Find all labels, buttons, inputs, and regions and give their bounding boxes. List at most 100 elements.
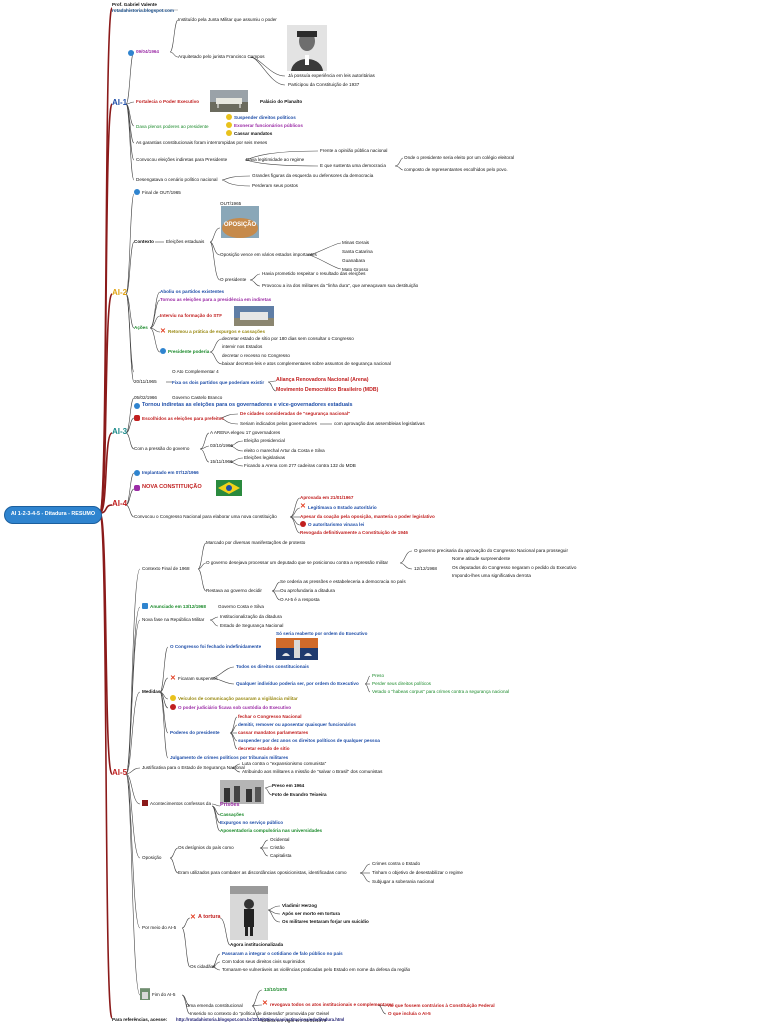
info-icon (134, 403, 140, 409)
ai1-democracia: E que sustenta uma democracia (320, 163, 386, 168)
stf-photo (234, 306, 274, 326)
ai1-plenos: Dava plenos poderes ao presidente (136, 124, 209, 129)
ai5-preso: Preso (372, 673, 385, 678)
blog-link[interactable]: rotadahistoria.blogspot.com (112, 8, 175, 13)
ai5-restava: Restava ao governo decidir (206, 588, 262, 593)
cross-icon: ✕ (190, 914, 196, 921)
ai5-vigor: Entrou em vigor em 01/01/1979 (262, 1018, 327, 1023)
oposicao-photo: OPOSIÇÃO (221, 206, 259, 238)
ai3-date: 05/02/1966 (134, 395, 157, 400)
ai2-oposicao-vence: Oposição vence em vários estados importa… (220, 252, 317, 257)
ai5-crimes-estado: Crimes contra o Estado (372, 861, 420, 866)
ai5-veiculos: Veículos de comunicação passaram a vigil… (178, 696, 298, 701)
ai3-tornou: Tornou indiretas as eleições para os gov… (142, 402, 353, 408)
ai5-expurgos: Expurgos no serviço público (220, 820, 284, 825)
ai1-junta: Instituído pela Junta Militar que assumi… (178, 17, 277, 22)
ai5-cotidiano: Passaram a integrar o cotidiano de falo … (222, 951, 343, 956)
ai5-usados: Eram utilizados para combater as discord… (178, 870, 347, 875)
ai3-costa-silva: eleito o marechal Artur da Costa e Silva (244, 448, 325, 453)
ai2-eleicoes-estaduais: Eleições estaduais (166, 239, 205, 244)
ai1-constituicao: Participou da Constituição de 1937 (288, 82, 360, 87)
ai2-presidente-poderia: Presidente poderia (168, 349, 210, 354)
ai5-aprovacao-congresso: O governo precisaria da aprovação do Con… (414, 548, 568, 553)
ai5-anunciado: Anunciado em 13/12/1968 (150, 604, 206, 609)
ai5-cassar-mandatos: cassar mandatos parlamentares (238, 730, 309, 735)
ai3-escolhidos: Escolhidos as eleições para prefeitos (142, 416, 224, 421)
ai5-emenda: Uma emenda constitucional (186, 1003, 243, 1008)
ai5-cederia: Se cederia as pressões e estabeleceria a… (280, 579, 406, 584)
oposicao-sign-text: OPOSIÇÃO (224, 221, 257, 228)
ai5-estado-seguranca: Estado de Segurança Nacional (220, 623, 284, 628)
calendar-icon (134, 189, 140, 195)
ai5-demitir: demitir, remover ou aposentar quaisquer … (238, 722, 356, 727)
root-node[interactable]: AI 1-2-3-4-5 - Ditadura - RESUMO (4, 506, 102, 524)
ai5-salvar-brasil: Atribuindo aos militares a missão de "sa… (242, 769, 383, 774)
ai5-suspender-direitos: suspender por dez anos os direitos polít… (238, 738, 380, 743)
footer-url[interactable]: http://rotadahistoria.blogspot.com.br/20… (176, 1017, 345, 1022)
document-icon (134, 485, 140, 491)
ai1-exonerar: Exonerar funcionários públicos (234, 123, 303, 128)
ai2-presidente: O presidente (220, 277, 247, 282)
number-2-icon (226, 122, 232, 128)
ai3-aprovacao: com aprovação das assembleias legislativ… (334, 421, 425, 426)
ai2-ato-complementar: O Ato Complementar 4 (172, 369, 219, 374)
evandro-teixeira-photo (220, 780, 264, 804)
ai2-mato-grosso: Mato Grosso (342, 267, 369, 272)
ai2-sitio: decretar estado de sítio por 180 dias se… (222, 336, 354, 341)
ai3-governo: Governo Castelo Branco (172, 395, 223, 400)
book-icon (142, 800, 148, 806)
ai5-node[interactable]: AI-5 (112, 768, 128, 777)
ai5-prisoes: Prisões (220, 802, 240, 808)
author-name: Prof. Gabriel Valente (112, 2, 157, 7)
number-1-icon (226, 114, 232, 120)
ai1-node[interactable]: AI-1 (112, 98, 128, 107)
ai2-data-ac: 20/11/1965 (134, 379, 157, 384)
ai2-recesso: decretar o recesso no Congresso (222, 353, 290, 358)
ai5-forjar-suicidio: Os militares tentaram forjar um suicídio (282, 919, 369, 924)
ai1-legitimidade: Dava legitimidade ao regime (246, 157, 305, 162)
ai5-desestabilizar: Tinham o objetivo de desestabilizar o re… (372, 870, 463, 875)
fim-ai5-photo (140, 988, 150, 1000)
ai5-negaram: Os deputados do Congresso negaram o pedi… (452, 565, 577, 570)
ai3-node[interactable]: AI-3 (112, 427, 128, 436)
ai4-legitimava: Legitimava o Estado autoritário (308, 505, 377, 510)
ai5-contrarios: no que fossem contrários à Constituição … (388, 1003, 495, 1008)
ai4-convocou: Convocou o Congresso Nacional para elabo… (134, 514, 277, 519)
vladimir-herzog-photo (230, 886, 268, 940)
ai5-governo-costa: Governo Costa e Silva (218, 604, 264, 609)
alert-icon (170, 704, 176, 710)
ai2-outubro: OUT/1965 (220, 201, 242, 206)
ai3-arena: A ARENA elegeu 17 governadores (210, 430, 281, 435)
ai5-emenda-data: 13/10/1978 (264, 987, 287, 992)
ai2-guanabara: Guanabara (342, 258, 365, 263)
alert-icon (300, 521, 306, 527)
ai5-suspensos: Ficaram suspensos (178, 676, 218, 681)
ai2-expurgos: Retomou a prática de expurgos e cassaçõe… (168, 329, 266, 334)
ai1-representantes: composto de representantes escolhidos pe… (404, 167, 508, 172)
ai3-seguranca: De cidades consideradas de "segurança na… (240, 411, 351, 416)
ai4-node[interactable]: AI-4 (112, 499, 128, 508)
ai2-node[interactable]: AI-2 (112, 288, 128, 297)
ai5-habeas-corpus: Vetado o "habeas corpus" para crimes con… (372, 689, 510, 694)
cross-icon: ✕ (262, 1000, 268, 1007)
ai5-vulneraveis: Tornaram-se vulneráveis as violências pr… (222, 967, 411, 972)
ai4-nova-constituicao: NOVA CONSTITUIÇÃO (142, 484, 202, 490)
ai1-colegio: Onde o presidente seria eleito por um co… (404, 155, 515, 160)
ai3-pressao: Com a pressão do governo (134, 446, 190, 451)
ai5-congresso-fechado: O Congresso foi fechado indefinidamente (170, 644, 262, 649)
ai5-institucionalizada: Agora institucionalizada (230, 942, 284, 947)
ai1-opiniao: Frente a opinião pública nacional (320, 148, 388, 153)
ai5-preso-1964: Preso em 1964 (272, 783, 305, 788)
congresso-photo (276, 638, 318, 660)
ai1-perderam: Perderam seus postos (252, 183, 298, 188)
ai5-nova-fase: Nova fase na República Militar (142, 617, 205, 622)
ai5-reaberto: Só seria reaberto por ordem do Executivo (276, 631, 368, 636)
ai5-capitalista: Capitalista (270, 853, 292, 858)
calendar-icon (134, 470, 140, 476)
ai1-experiencia: Já possuía experiência em leis autoritár… (288, 73, 375, 78)
ai5-cassacoes: Cassações (220, 812, 245, 817)
ai1-garantias: As garantias constitucionais foram inter… (136, 140, 268, 145)
ai5-justificativa: Justificativa para o Estado de Segurança… (142, 765, 245, 770)
ai5-aprofundaria: Ou aprofundaria a ditadura (280, 588, 335, 593)
